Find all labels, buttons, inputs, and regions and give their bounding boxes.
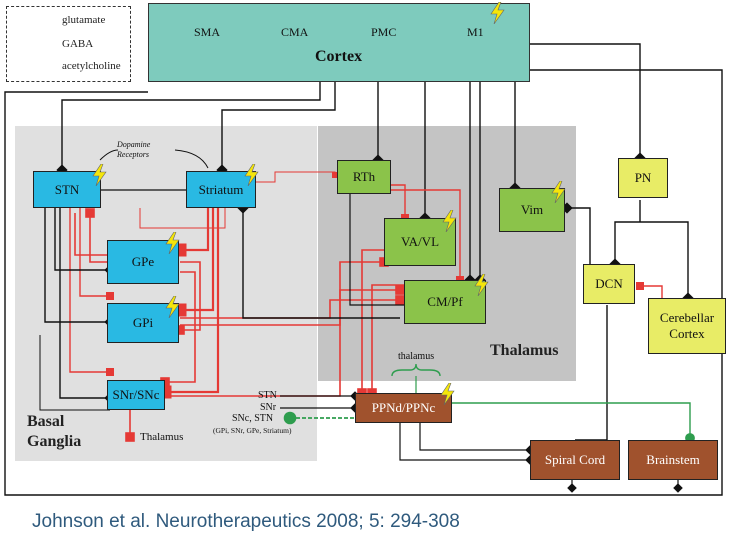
- node-cm-pf-label: CM/Pf: [427, 294, 463, 309]
- cortex-area-sma: SMA: [194, 25, 221, 39]
- node-gpe-label: GPe: [131, 254, 155, 269]
- node-brainstem: Brainstem: [628, 440, 718, 480]
- node-cerebellar-cortex-line2: Cortex: [669, 326, 705, 341]
- node-dcn: DCN: [583, 264, 635, 304]
- cortex-area-pmc: PMC: [371, 25, 397, 39]
- basal-ganglia-label-line2: Ganglia: [27, 433, 82, 450]
- dopamine-label-line2: Receptors: [117, 150, 149, 159]
- lightning-bolt-icon: [551, 181, 566, 203]
- node-gpi-label: GPi: [132, 315, 154, 330]
- node-brainstem-label: Brainstem: [646, 452, 700, 467]
- node-rth: RTh: [337, 160, 391, 194]
- lightning-bolt-icon: [490, 2, 505, 24]
- dopamine-label-line1: Dopamine: [117, 140, 151, 149]
- ppn-input-stn: STN: [258, 390, 277, 401]
- legend-glutamate-label: glutamate: [62, 14, 106, 26]
- basal-ganglia-label-line1: Basal: [27, 413, 65, 430]
- ppn-input-snc-stn: SNc, STN: [232, 413, 274, 424]
- node-stn-label: STN: [54, 181, 80, 197]
- node-vim: Vim: [499, 188, 565, 232]
- node-va-vl: VA/VL: [384, 218, 456, 266]
- cortex-area-m1: M1: [467, 25, 484, 39]
- lightning-bolt-icon: [442, 210, 457, 232]
- ppn-thalamus-label: thalamus: [398, 351, 435, 362]
- node-gpe: GPe: [107, 240, 179, 284]
- legend: glutamate GABA acetylcholine: [6, 6, 131, 82]
- node-cerebellar-cortex-line1: Cerebellar: [659, 310, 715, 325]
- node-striatum-label: Striatum: [198, 181, 244, 197]
- cortex-area-cma: CMA: [281, 25, 309, 39]
- lightning-bolt-icon: [165, 232, 180, 254]
- node-snr-snc-label: SNr/SNc: [112, 387, 160, 402]
- thalamus-region-label: Thalamus: [490, 342, 559, 359]
- node-rth-label: RTh: [352, 169, 376, 184]
- cortex-title: Cortex: [315, 48, 363, 65]
- node-ppn-label: PPNd/PPNc: [371, 400, 436, 415]
- lightning-bolt-icon: [474, 274, 489, 296]
- cortex-box: SMA CMA PMC M1 Cortex: [148, 3, 530, 82]
- lightning-bolt-icon: [165, 296, 180, 318]
- node-dcn-label: DCN: [595, 276, 623, 291]
- node-striatum: Striatum: [186, 171, 256, 208]
- node-va-vl-label: VA/VL: [400, 234, 440, 249]
- node-gpi: GPi: [107, 303, 179, 343]
- thalamus-output-label: Thalamus: [140, 431, 184, 443]
- legend-ach-label: acetylcholine: [62, 60, 121, 72]
- lightning-bolt-icon: [244, 164, 259, 186]
- node-stn: STN: [33, 171, 101, 208]
- node-spinal-cord-label: Spiral Cord: [544, 452, 606, 467]
- legend-gaba-label: GABA: [62, 38, 94, 50]
- node-snr-snc: SNr/SNc: [107, 380, 165, 410]
- node-ppn: PPNd/PPNc: [355, 393, 452, 423]
- lightning-bolt-icon: [92, 164, 107, 186]
- ppn-input-note: (GPi, SNr, GPe, Striatum): [213, 426, 292, 435]
- ppn-input-snr: SNr: [260, 402, 277, 413]
- node-pn-label: PN: [634, 170, 652, 185]
- node-pn: PN: [618, 158, 668, 198]
- node-vim-label: Vim: [520, 202, 544, 217]
- node-cm-pf: CM/Pf: [404, 280, 486, 324]
- lightning-bolt-icon: [440, 383, 455, 405]
- node-spinal-cord: Spiral Cord: [530, 440, 620, 480]
- citation: Johnson et al. Neurotherapeutics 2008; 5…: [32, 511, 460, 532]
- node-cerebellar-cortex: Cerebellar Cortex: [648, 298, 726, 354]
